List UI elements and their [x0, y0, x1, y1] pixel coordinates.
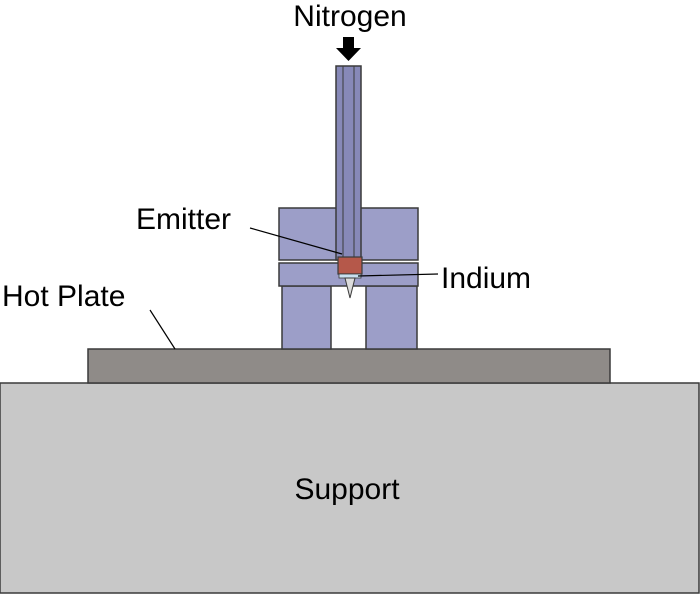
holder-right-leg	[365, 285, 418, 350]
nitrogen-label: Nitrogen	[293, 0, 406, 33]
arrow-down-icon	[336, 37, 361, 61]
hot-plate	[87, 348, 611, 384]
emitter-leader	[249, 227, 343, 255]
support-label: Support	[294, 473, 400, 506]
emitter-body	[337, 256, 363, 275]
indium-layer	[338, 273, 362, 279]
support-block	[0, 382, 700, 594]
indium-label: Indium	[441, 262, 531, 295]
emitter-needle	[344, 277, 356, 299]
nitrogen-tube	[335, 65, 362, 261]
emitter-label: Emitter	[136, 203, 231, 236]
holder-left-leg	[281, 285, 332, 350]
indium-leader	[357, 273, 439, 277]
hot-plate-label: Hot Plate	[2, 280, 125, 313]
hot-plate-leader	[149, 309, 176, 350]
